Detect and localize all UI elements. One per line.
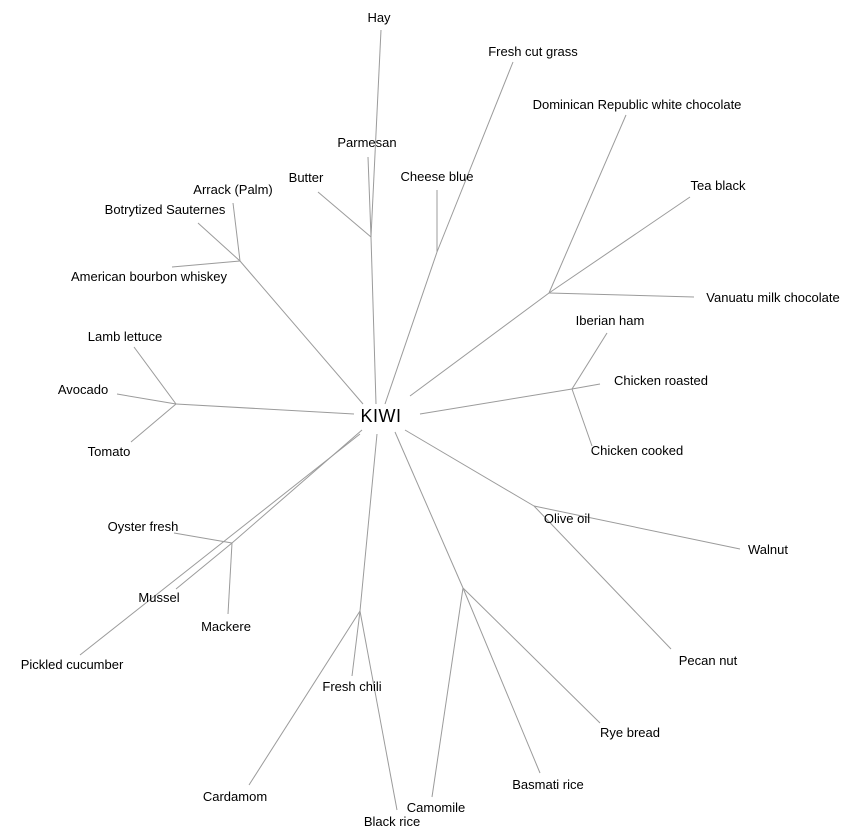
node-arrack-palm[interactable]: Arrack (Palm) [193, 181, 273, 197]
node-hay[interactable]: Hay [367, 9, 391, 25]
edge-line [533, 505, 672, 650]
node-parmesan[interactable]: Parmesan [337, 134, 397, 150]
edge-line [394, 431, 464, 589]
edge-line [436, 61, 514, 253]
edge-line [370, 29, 382, 238]
edge-line [419, 388, 573, 415]
edge-line [548, 196, 691, 294]
edge-line [197, 222, 241, 262]
edge-line [317, 191, 372, 238]
edge-line [409, 292, 550, 397]
edge-line [351, 610, 361, 677]
node-chicken-cooked[interactable]: Chicken cooked [590, 442, 684, 458]
node-chicken-roasted[interactable]: Chicken roasted [614, 372, 708, 388]
edge-line [248, 610, 361, 786]
node-cheese-blue[interactable]: Cheese blue [400, 168, 474, 184]
edge-line [548, 292, 695, 298]
edge-line [431, 587, 464, 798]
edge-line [571, 388, 593, 447]
edge-line [367, 156, 372, 238]
edge-line [239, 260, 364, 405]
node-oyster-fresh[interactable]: Oyster fresh [107, 518, 179, 534]
node-butter[interactable]: Butter [288, 169, 324, 185]
edge-line [359, 610, 398, 811]
edge-line [79, 433, 361, 656]
node-camomile[interactable]: Camomile [406, 799, 466, 815]
edge-line [359, 433, 378, 612]
node-lamb-lettuce[interactable]: Lamb lettuce [87, 328, 163, 344]
edge-line [548, 114, 627, 294]
node-fresh-cut-grass[interactable]: Fresh cut grass [488, 43, 578, 59]
node-fresh-chili[interactable]: Fresh chili [322, 678, 382, 694]
node-mussel[interactable]: Mussel [138, 589, 180, 605]
node-botrytized-sauternes[interactable]: Botrytized Sauternes [104, 201, 226, 217]
node-walnut[interactable]: Walnut [748, 541, 788, 557]
edge-line [232, 202, 241, 262]
node-mackere[interactable]: Mackere [201, 618, 251, 634]
node-pickled-cucumber[interactable]: Pickled cucumber [20, 656, 124, 672]
node-basmati-rice[interactable]: Basmati rice [512, 776, 584, 792]
node-cardamom[interactable]: Cardamom [202, 788, 268, 804]
edge-line [404, 429, 535, 507]
edge-line [370, 236, 377, 405]
edge-line [175, 403, 355, 415]
node-american-bourbon-whiskey[interactable]: American bourbon whiskey [70, 268, 228, 284]
edge-line [533, 505, 741, 550]
edge-line [462, 587, 541, 774]
node-olive-oil[interactable]: Olive oil [543, 510, 591, 526]
edge-line [130, 403, 177, 443]
edge-line [133, 346, 177, 405]
node-tea-black[interactable]: Tea black [690, 177, 746, 193]
node-avocado[interactable]: Avocado [57, 381, 109, 397]
node-tomato[interactable]: Tomato [87, 443, 131, 459]
edge-line [227, 542, 233, 615]
edge-line [384, 251, 438, 405]
node-iberian-ham[interactable]: Iberian ham [575, 312, 645, 328]
node-rye-bread[interactable]: Rye bread [600, 724, 660, 740]
edge-line [173, 532, 233, 544]
edge-line [175, 542, 233, 590]
edge-line [462, 587, 601, 724]
edge-line [171, 260, 241, 268]
node-vanuatu-milk-chocolate[interactable]: Vanuatu milk chocolate [706, 289, 840, 305]
edge-line [571, 383, 601, 390]
edge-line [116, 393, 177, 405]
node-pecan-nut[interactable]: Pecan nut [678, 652, 738, 668]
center-node-kiwi[interactable]: KIWI [360, 406, 402, 427]
node-black-rice[interactable]: Black rice [363, 813, 421, 829]
edge-line [571, 332, 608, 390]
edge-line [231, 429, 363, 544]
node-dominican-republic-white-chocolate[interactable]: Dominican Republic white chocolate [532, 96, 742, 112]
